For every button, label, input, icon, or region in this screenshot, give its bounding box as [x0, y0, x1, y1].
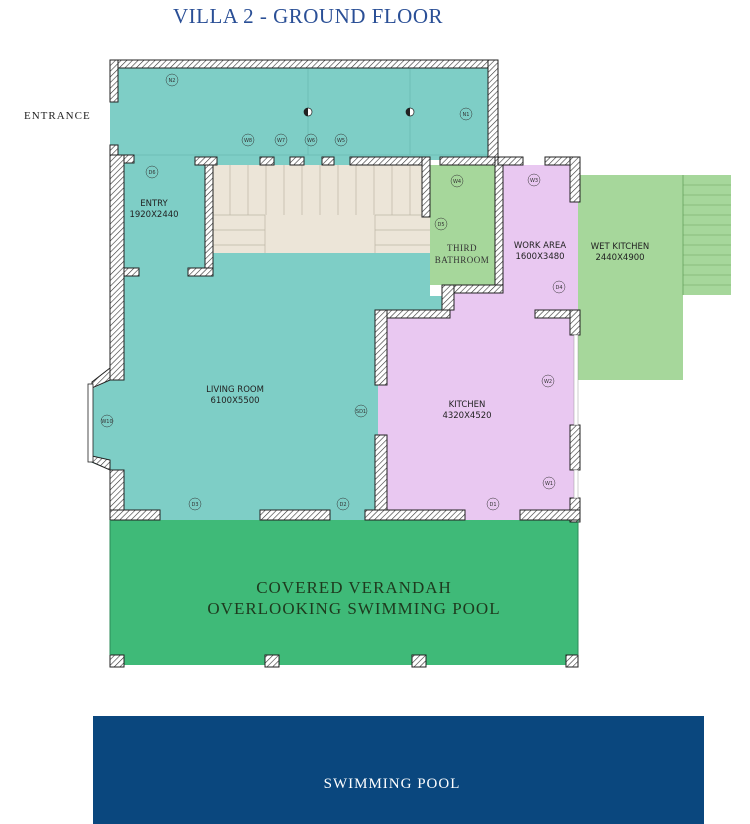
- entry-label: ENTRY: [140, 199, 168, 209]
- svg-text:D4: D4: [555, 285, 562, 291]
- third-bathroom-line2: BATHROOM: [435, 255, 490, 265]
- svg-text:W5: W5: [337, 138, 345, 144]
- tag-w8: W8: [241, 133, 255, 147]
- light-fixtures: [303, 107, 415, 117]
- svg-text:N1: N1: [463, 112, 470, 118]
- floor-fills: [90, 62, 731, 665]
- kitchen-size: 4320X4520: [442, 411, 491, 421]
- tag-sd1: SD1: [354, 404, 368, 418]
- entrance-label: ENTRANCE: [24, 110, 91, 122]
- north-hall-floor: [110, 62, 495, 158]
- tag-n1: N1: [459, 107, 473, 121]
- tag-w1: W1: [542, 476, 556, 490]
- tag-w3: W3: [527, 173, 541, 187]
- third-bathroom-line1: THIRD: [447, 243, 477, 253]
- kitchen-floor: [378, 165, 578, 520]
- svg-text:W8: W8: [244, 138, 252, 144]
- tag-d4: D4: [552, 280, 566, 294]
- stairs-floor: [212, 165, 430, 253]
- entry-size: 1920X2440: [129, 210, 178, 220]
- tag-w10: W10: [100, 414, 114, 428]
- svg-text:W6: W6: [307, 138, 315, 144]
- swimming-pool-label: SWIMMING POOL: [324, 776, 461, 792]
- work-area-label: WORK AREA: [514, 241, 566, 251]
- stair-treads: [212, 165, 430, 253]
- tag-w6: W6: [304, 133, 318, 147]
- tag-w2: W2: [541, 374, 555, 388]
- svg-text:D5: D5: [437, 222, 444, 228]
- living-room-size: 6100X5500: [210, 396, 259, 406]
- wet-kitchen-label: WET KITCHEN: [591, 242, 650, 252]
- svg-text:W3: W3: [530, 178, 538, 184]
- svg-text:N2: N2: [169, 78, 176, 84]
- living-room-label: LIVING ROOM: [206, 385, 264, 395]
- tag-d2: D2: [336, 497, 350, 511]
- svg-text:D2: D2: [339, 502, 346, 508]
- svg-text:W7: W7: [277, 138, 285, 144]
- svg-text:W2: W2: [544, 379, 552, 385]
- svg-text:D3: D3: [191, 502, 198, 508]
- tag-w7: W7: [274, 133, 288, 147]
- tag-n2: N2: [165, 73, 179, 87]
- verandah-floor: [110, 520, 578, 665]
- walls: [87, 59, 581, 668]
- tag-d5: D5: [434, 217, 448, 231]
- kitchen-label: KITCHEN: [449, 400, 486, 410]
- verandah-line1: COVERED VERANDAH: [256, 578, 452, 597]
- svg-text:W10: W10: [101, 419, 112, 425]
- tag-w4: W4: [450, 174, 464, 188]
- wet-kitchen-size: 2440X4900: [595, 253, 644, 263]
- svg-text:W1: W1: [545, 481, 553, 487]
- svg-text:D1: D1: [489, 502, 496, 508]
- work-area-size: 1600X3480: [515, 252, 564, 262]
- room-labels: ENTRY 1920X2440 LIVING ROOM 6100X5500 KI…: [129, 199, 649, 618]
- tag-w5: W5: [334, 133, 348, 147]
- plan-title: VILLA 2 - GROUND FLOOR: [173, 4, 443, 28]
- swimming-pool: [93, 716, 704, 824]
- tag-d3: D3: [188, 497, 202, 511]
- svg-text:SD1: SD1: [356, 409, 366, 415]
- wet-kitchen-floor: [578, 175, 683, 380]
- third-bathroom-floor: [430, 165, 498, 285]
- opening-tags: N1 N2 D6 W8 W7 W6 W5 W4 D5 W3 D4 W2 W1 D…: [100, 73, 566, 511]
- wet-kitchen-step-lines: [682, 175, 731, 295]
- svg-text:D6: D6: [148, 170, 155, 176]
- verandah-line2: OVERLOOKING SWIMMING POOL: [207, 599, 500, 618]
- tag-d6: D6: [145, 165, 159, 179]
- tag-d1: D1: [486, 497, 500, 511]
- svg-text:W4: W4: [453, 179, 461, 185]
